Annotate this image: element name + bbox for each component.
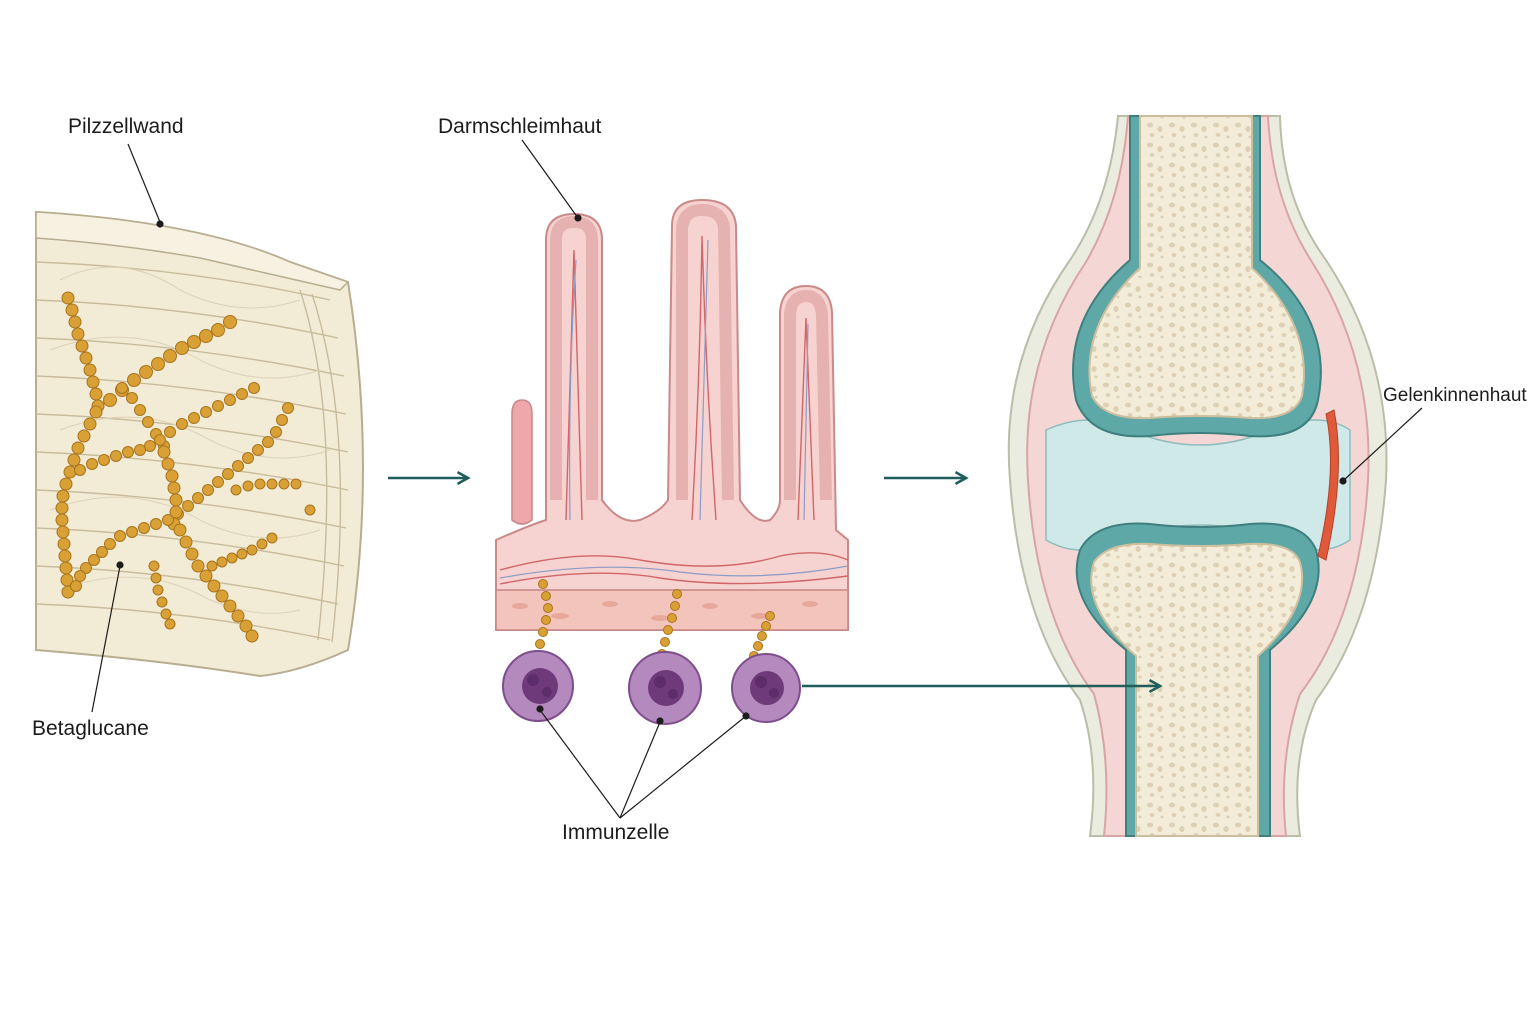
beta-glucan-chains [55,291,316,643]
panel1-leader-lines [91,143,164,713]
wall-fibers [49,266,331,614]
panel3-leader-line [1339,407,1423,485]
label-beta-glucans: Betaglucane [32,717,149,740]
lymph-vessels [499,239,849,579]
label-fungal-cell-wall: Pilzzellwand [68,115,184,138]
label-synovial-membrane: Gelenkinnenhaut [1383,385,1527,406]
label-immune-cell: Immunzelle [562,821,670,844]
panel2-leader-lines [521,139,750,819]
label-intestinal-mucosa: Darmschleimhaut [438,115,602,138]
intestinal-mucosa-illustration [495,198,849,631]
submucosa-cells [512,601,818,621]
fungal-cell-wall-illustration [35,210,364,678]
epithelium-cells [550,203,832,501]
joint-illustration [1007,115,1388,837]
blood-vessels [499,235,849,585]
immune-cells [502,650,801,725]
